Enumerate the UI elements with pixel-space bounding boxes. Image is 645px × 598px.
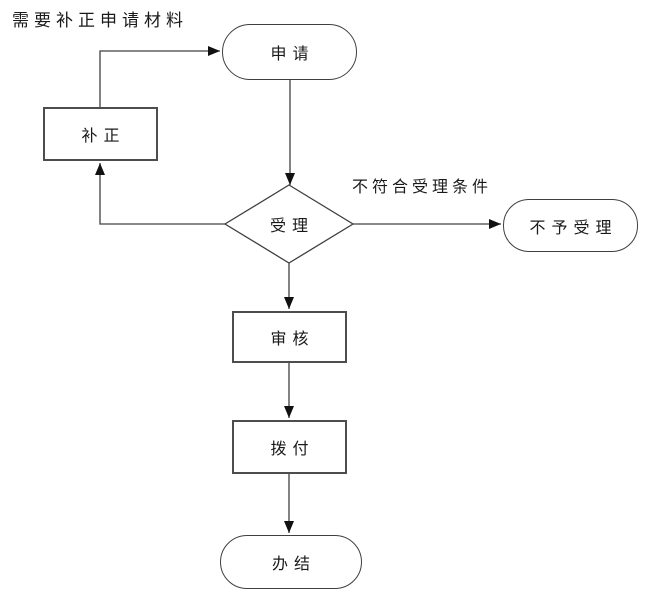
node-supplement-label: 补正 bbox=[81, 128, 126, 145]
node-complete: 办结 bbox=[220, 535, 362, 589]
node-apply-label: 申请 bbox=[270, 46, 315, 63]
node-review-label: 审核 bbox=[270, 331, 315, 348]
node-apply: 申请 bbox=[222, 24, 357, 80]
node-reject: 不予受理 bbox=[503, 199, 638, 252]
node-accept-label: 受理 bbox=[269, 218, 314, 235]
node-disburse: 拨付 bbox=[232, 420, 347, 474]
node-supplement: 补正 bbox=[43, 107, 158, 161]
node-review: 审核 bbox=[232, 311, 347, 363]
node-disburse-label: 拨付 bbox=[270, 441, 315, 458]
node-complete-label: 办结 bbox=[271, 556, 316, 573]
node-reject-label: 不予受理 bbox=[529, 219, 618, 237]
decision-diamond-accept bbox=[223, 184, 355, 264]
note-label-supplement-needed: 需要补正申请材料 bbox=[12, 11, 188, 30]
branch-label-not-eligible: 不符合受理条件 bbox=[352, 179, 493, 196]
arrow-supplement-to-apply bbox=[99, 46, 220, 107]
node-accept: 受理 bbox=[225, 185, 353, 263]
arrow-accept-to-supplement bbox=[95, 163, 225, 225]
